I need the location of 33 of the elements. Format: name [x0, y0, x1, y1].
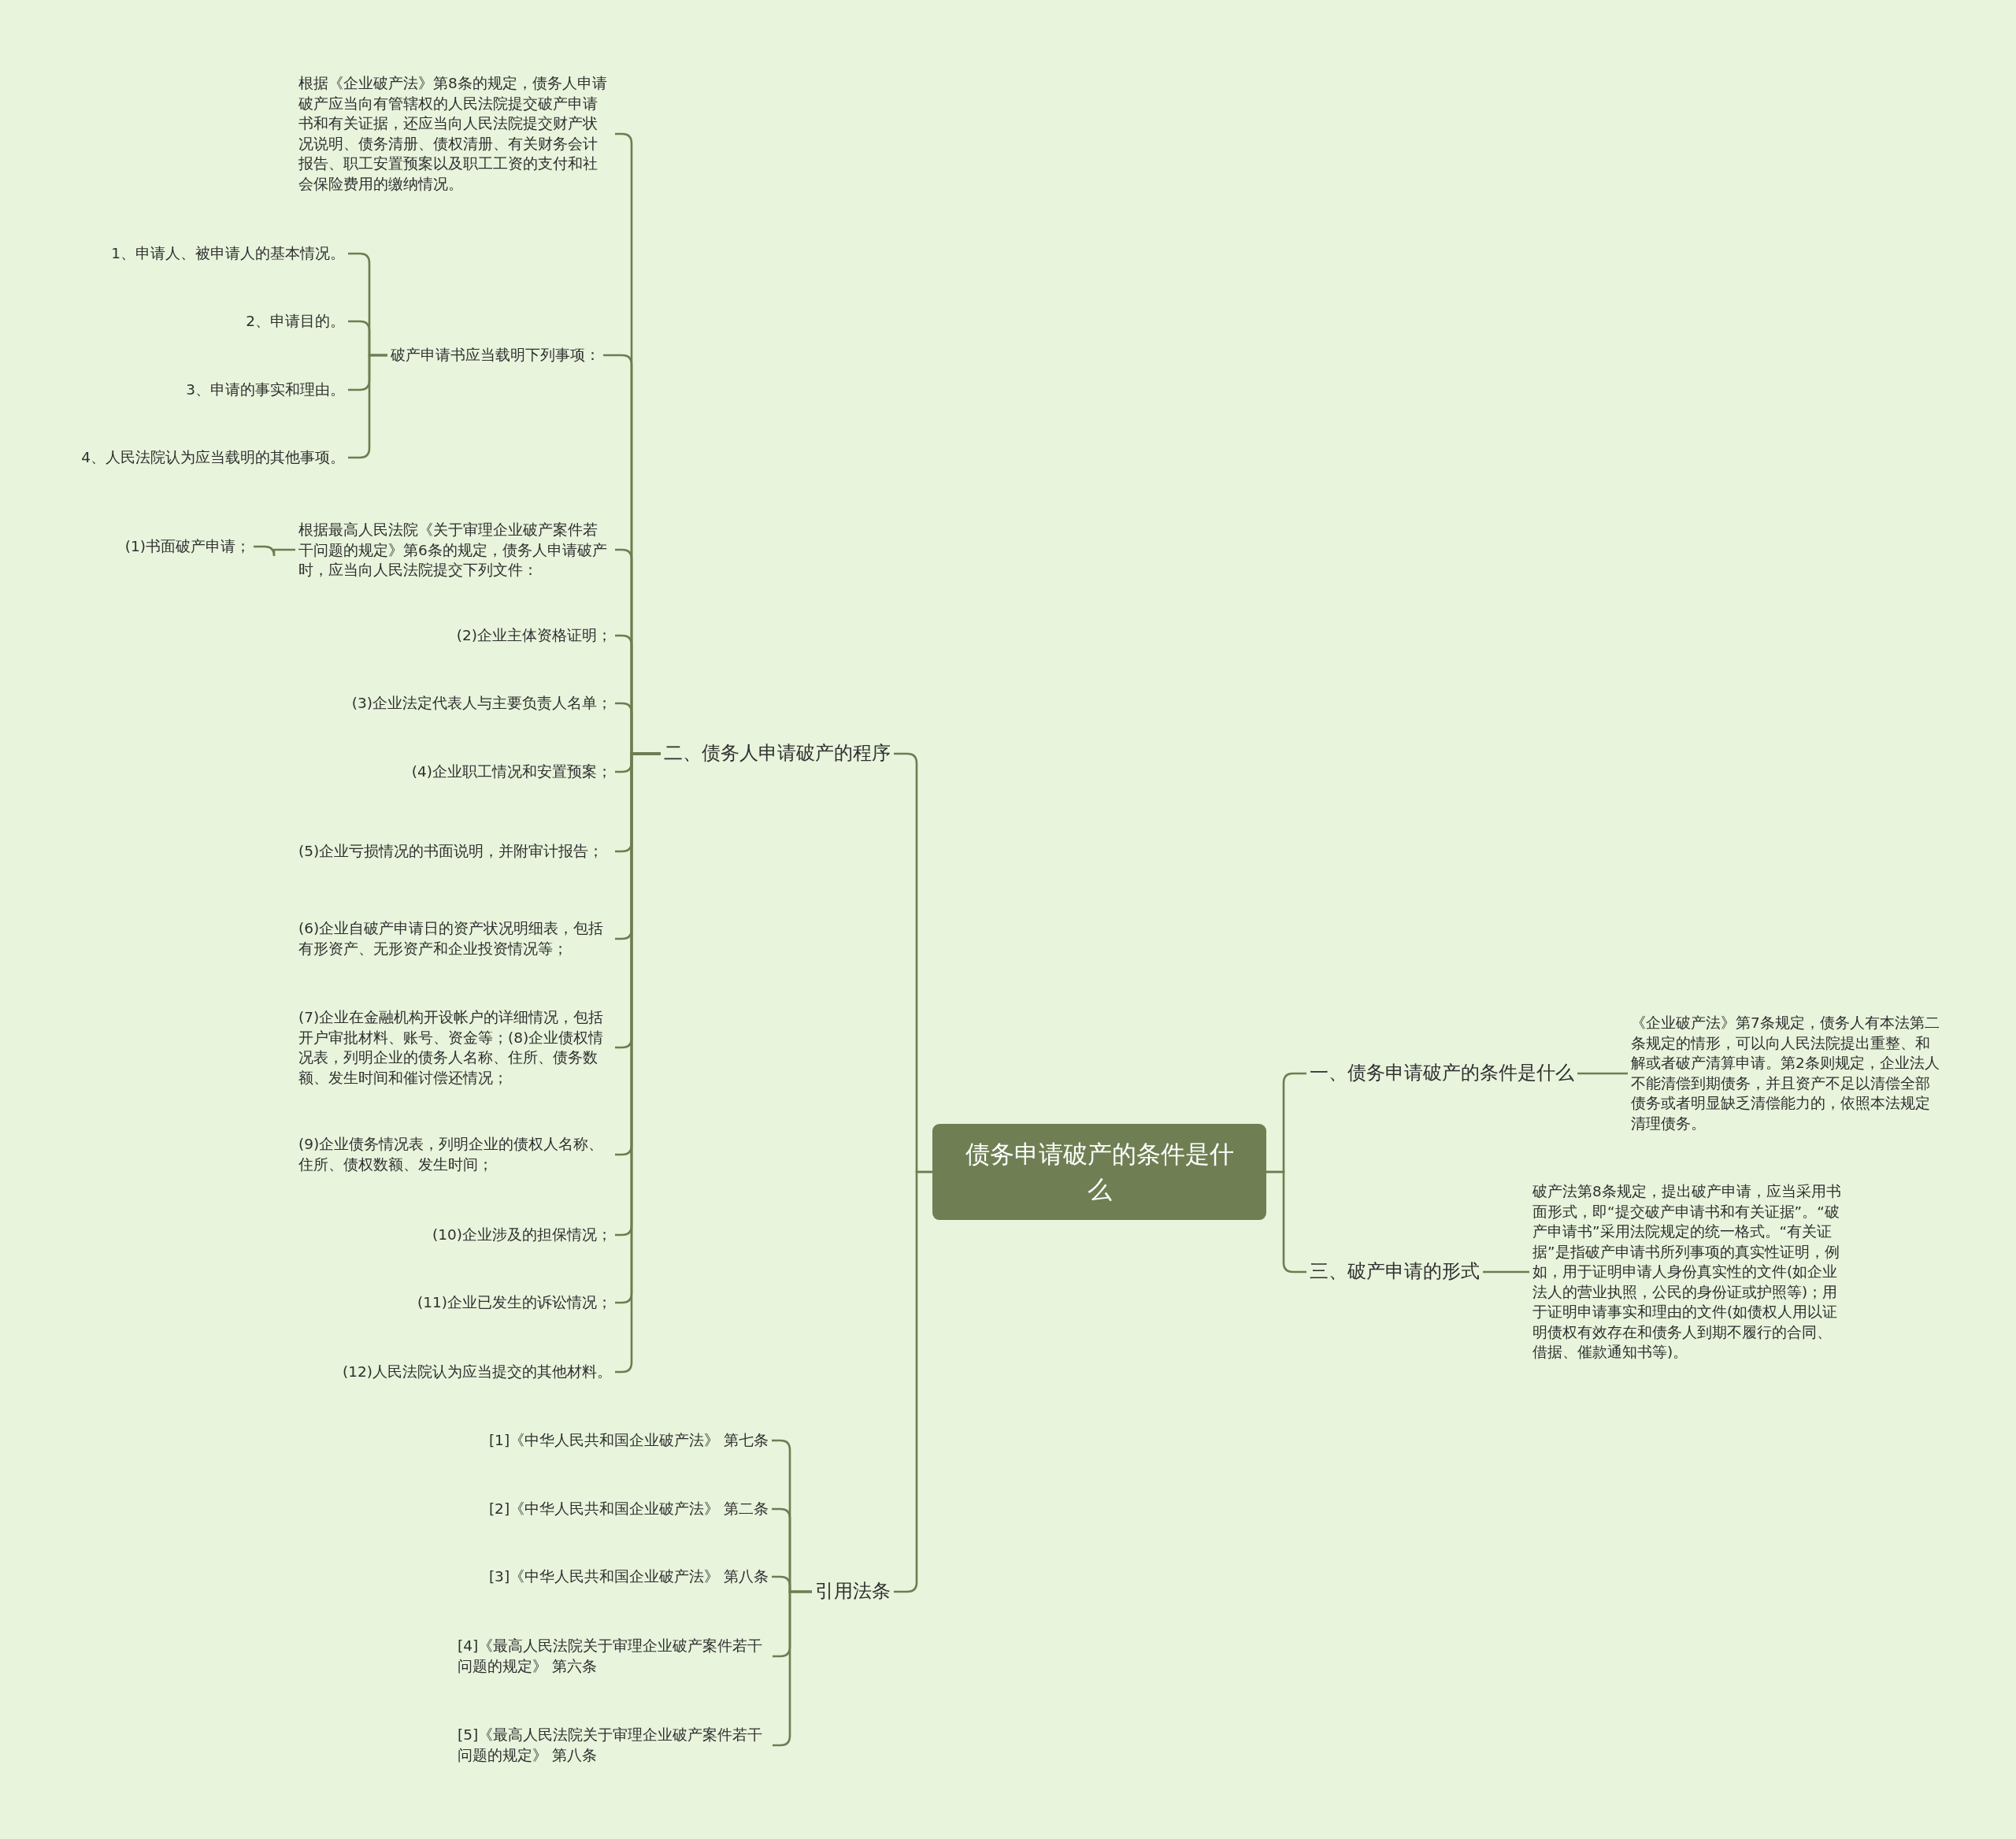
- branch-topic: 二、债务人申请破产的程序: [661, 740, 894, 768]
- topic-text: [1]《中华人民共和国企业破产法》 第七条: [485, 1430, 772, 1451]
- topic-text: 3、申请的事实和理由。: [183, 380, 348, 400]
- topic-text: (2)企业主体资格证明；: [453, 625, 615, 646]
- topic-text: 破产法第8条规定，提出破产申请，应当采用书面形式，即“提交破产申请书和有关证据”。“破产申请书”采用法院规定的统一格式。“有关证据”是指破产申请书所列事项的真实性证明，例如，用于证明申请人身份真实性的文件(如企业法人的营业执照，公民的身份证或护照等)；用于证明申请事实和理由的文件(如债权人用以证明债权有效存在和债务人到期不履行的合同、借据、催款通知书等)。: [1529, 1181, 1847, 1363]
- topic-text: (7)企业在金融机构开设帐户的详细情况，包括开户审批材料、账号、资金等；(8)企业债权情况表，列明企业的债务人名称、住所、债务数额、发生时间和催讨偿还情况；: [295, 1007, 615, 1088]
- topic-text: (10)企业涉及的担保情况；: [429, 1225, 615, 1245]
- topic-text: [2]《中华人民共和国企业破产法》 第二条: [485, 1499, 772, 1519]
- topic-text: (9)企业债务情况表，列明企业的债权人名称、住所、债权数额、发生时间；: [295, 1134, 615, 1175]
- topic-text: (6)企业自破产申请日的资产状况明细表，包括有形资产、无形资产和企业投资情况等；: [295, 918, 615, 959]
- connector-line: [1577, 1072, 1628, 1075]
- connector-line: [254, 545, 295, 558]
- branch-topic: 一、债务申请破产的条件是什么: [1306, 1059, 1577, 1088]
- branch-topic: 三、破产申请的形式: [1306, 1258, 1483, 1286]
- topic-text: 根据最高人民法院《关于审理企业破产案件若干问题的规定》第6条的规定，债务人申请破产时，应当向人民法院提交下列文件：: [295, 519, 615, 580]
- connector-line: [1483, 1270, 1529, 1274]
- topic-text: (3)企业法定代表人与主要负责人名单；: [348, 693, 615, 714]
- branch-topic: 引用法条: [812, 1578, 894, 1606]
- topic-text: 2、申请目的。: [243, 311, 348, 332]
- topic-text: 4、人民法院认为应当载明的其他事项。: [78, 447, 348, 468]
- topic-text: (12)人民法院认为应当提交的其他材料。: [339, 1362, 615, 1382]
- topic-text: (4)企业职工情况和安置预案；: [408, 762, 615, 782]
- topic-text: (11)企业已发生的诉讼情况；: [414, 1292, 615, 1313]
- topic-text: (5)企业亏损情况的书面说明，并附审计报告；: [295, 841, 615, 862]
- central-topic-box: 债务申请破产的条件是什么: [932, 1124, 1266, 1220]
- topic-text: (1)书面破产申请；: [121, 536, 254, 557]
- topic-text: [4]《最高人民法院关于审理企业破产案件若干问题的规定》 第六条: [454, 1636, 773, 1677]
- topic-text: [5]《最高人民法院关于审理企业破产案件若干问题的规定》 第八条: [454, 1725, 773, 1766]
- topic-text: 根据《企业破产法》第8条的规定，债务人申请破产应当向有管辖权的人民法院提交破产申请书和有关证据，还应当向人民法院提交财产状况说明、债务清册、债权清册、有关财务会计报告、职工安置预案以及职工工资的支付和社会保险费用的缴纳情况。: [295, 73, 615, 195]
- topic-text: 1、申请人、被申请人的基本情况。: [108, 243, 348, 264]
- topic-text: [3]《中华人民共和国企业破产法》 第八条: [485, 1566, 772, 1587]
- topic-text: 破产申请书应当载明下列事项：: [387, 345, 603, 365]
- topic-text: 《企业破产法》第7条规定，债务人有本法第二条规定的情形，可以向人民法院提出重整、和解或者破产清算申请。第2条则规定，企业法人不能清偿到期债务，并且资产不足以清偿全部债务或者明显缺乏清偿能力的，依照本法规定清理债务。: [1628, 1013, 1946, 1134]
